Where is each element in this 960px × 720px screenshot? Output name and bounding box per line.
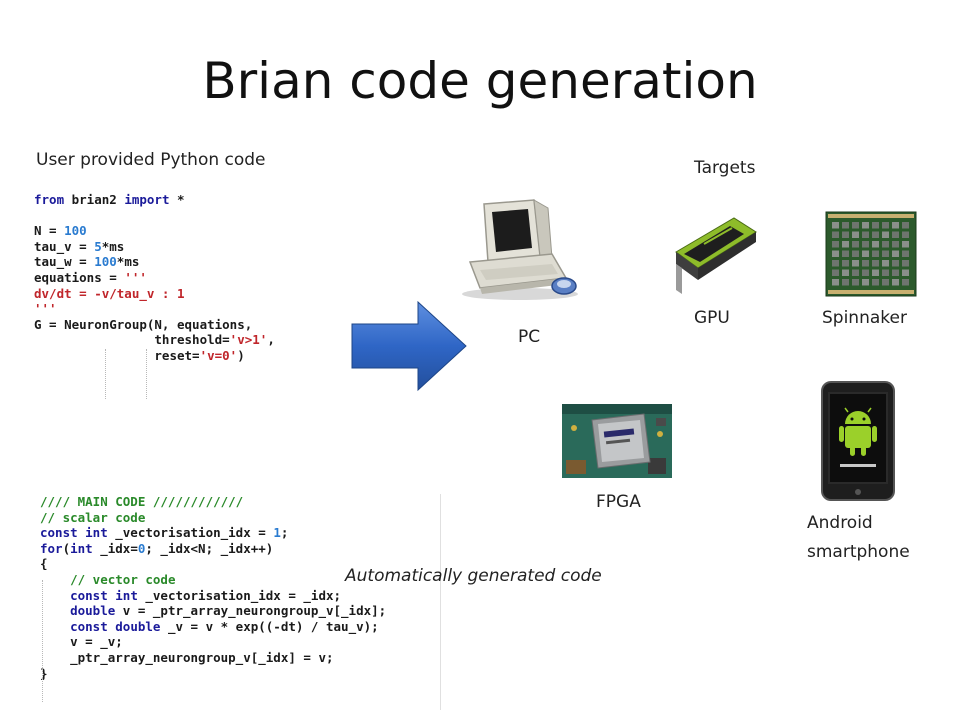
code-line: const int _vectorisation_idx = 1;	[40, 525, 440, 541]
code-token: *ms	[116, 254, 140, 270]
code-token: {	[40, 556, 48, 572]
android-label-line2: smartphone	[807, 542, 910, 562]
code-token: tau_w =	[34, 254, 95, 270]
code-line: for(int _idx=0; _idx<N; _idx++)	[40, 541, 440, 557]
pc-icon	[462, 199, 578, 300]
code-token: 'v=0'	[199, 347, 238, 363]
code-token: const int	[40, 525, 108, 541]
slide-title: Brian code generation	[202, 52, 758, 110]
gpu-card-icon	[675, 217, 757, 294]
code-token: *ms	[101, 238, 125, 254]
code-token: _ptr_array_neurongroup_v[_idx] = v;	[40, 649, 334, 665]
code-token: import	[124, 192, 170, 207]
code-token: equations =	[34, 269, 125, 285]
code-token: _idx=	[92, 540, 138, 556]
code-token: v = _ptr_array_neurongroup_v[_idx];	[115, 603, 387, 619]
code-line: _ptr_array_neurongroup_v[_idx] = v;	[40, 650, 440, 666]
fpga-board-icon	[562, 404, 672, 478]
code-token: v = _v;	[40, 634, 123, 650]
android-phone-icon	[821, 381, 895, 501]
code-token: tau_v =	[34, 238, 95, 254]
code-line: threshold='v>1',	[34, 332, 344, 348]
code-token: threshold=	[34, 332, 230, 348]
generated-code-block: //// MAIN CODE ////////////// scalar cod…	[40, 494, 441, 710]
code-token: _vectorisation_idx = _idx;	[137, 587, 342, 603]
code-line: const double _v = v * exp((-dt) / tau_v)…	[40, 619, 440, 635]
code-token: brian2	[64, 192, 125, 207]
code-token: for	[40, 540, 63, 556]
indent-guide	[146, 349, 147, 399]
code-line: {	[40, 556, 440, 572]
code-token: }	[40, 665, 48, 681]
code-line: double v = _ptr_array_neurongroup_v[_idx…	[40, 603, 440, 619]
code-token: dv/dt = -v/tau_v : 1	[34, 285, 185, 301]
code-token: ; _idx<N; _idx++)	[145, 540, 274, 556]
code-token: const double	[70, 618, 161, 634]
code-token: const int	[70, 587, 138, 603]
android-label-line1: Android	[807, 513, 873, 533]
generated-code-label: Automatically generated code	[345, 566, 602, 586]
code-token: from	[34, 192, 65, 207]
code-token: 5	[94, 238, 102, 254]
code-line: // scalar code	[40, 510, 440, 526]
spinnaker-board-icon	[825, 211, 917, 297]
code-line: reset='v=0')	[34, 348, 344, 364]
code-line: N = 100	[34, 223, 344, 239]
code-token: 100	[94, 254, 117, 270]
code-token: // vector code	[70, 571, 176, 587]
code-token: G = NeuronGroup(N, equations,	[34, 316, 253, 332]
code-line: tau_w = 100*ms	[34, 254, 344, 270]
gpu-label: GPU	[694, 308, 730, 328]
code-token: *	[169, 192, 185, 207]
user-code-label: User provided Python code	[36, 150, 266, 170]
code-line: // vector code	[40, 572, 440, 588]
code-token: N =	[34, 223, 65, 239]
code-line: '''	[34, 301, 344, 317]
code-line: from brian2 import *	[34, 192, 344, 208]
fpga-label: FPGA	[596, 492, 641, 512]
code-token: int	[70, 540, 93, 556]
code-token: '''	[34, 301, 57, 317]
code-token: reset=	[34, 347, 200, 363]
code-token: double	[70, 603, 116, 619]
code-token	[40, 619, 70, 634]
code-token: 100	[64, 223, 87, 239]
indent-guide	[42, 580, 43, 702]
arrow-right-icon	[351, 300, 467, 392]
code-line: }	[40, 666, 440, 682]
code-token: ,	[267, 332, 275, 348]
indent-guide	[105, 349, 106, 399]
code-token	[40, 603, 70, 618]
code-token: 1	[273, 525, 281, 541]
code-token: (	[62, 540, 71, 556]
generated-code: //// MAIN CODE ////////////// scalar cod…	[40, 494, 440, 681]
code-line: tau_v = 5*ms	[34, 239, 344, 255]
code-token: )	[237, 347, 245, 363]
targets-label: Targets	[694, 158, 756, 178]
code-token: 0	[137, 540, 146, 556]
code-line: G = NeuronGroup(N, equations,	[34, 317, 344, 333]
pc-label: PC	[518, 327, 541, 347]
code-token: '''	[124, 269, 147, 285]
code-token: // scalar code	[40, 509, 146, 525]
code-line: const int _vectorisation_idx = _idx;	[40, 588, 440, 604]
code-token: _vectorisation_idx =	[107, 525, 274, 541]
code-token	[40, 572, 70, 587]
code-line	[34, 208, 344, 224]
code-line: v = _v;	[40, 634, 440, 650]
spinnaker-label: Spinnaker	[822, 308, 907, 328]
code-line: dv/dt = -v/tau_v : 1	[34, 286, 344, 302]
code-token	[40, 588, 70, 603]
code-token: ;	[280, 525, 289, 541]
code-token: //// MAIN CODE ////////////	[40, 494, 244, 509]
code-token: 'v>1'	[229, 332, 268, 348]
code-token: _v = v * exp((-dt) / tau_v);	[160, 618, 379, 634]
code-line: equations = '''	[34, 270, 344, 286]
code-line: //// MAIN CODE ////////////	[40, 494, 440, 510]
